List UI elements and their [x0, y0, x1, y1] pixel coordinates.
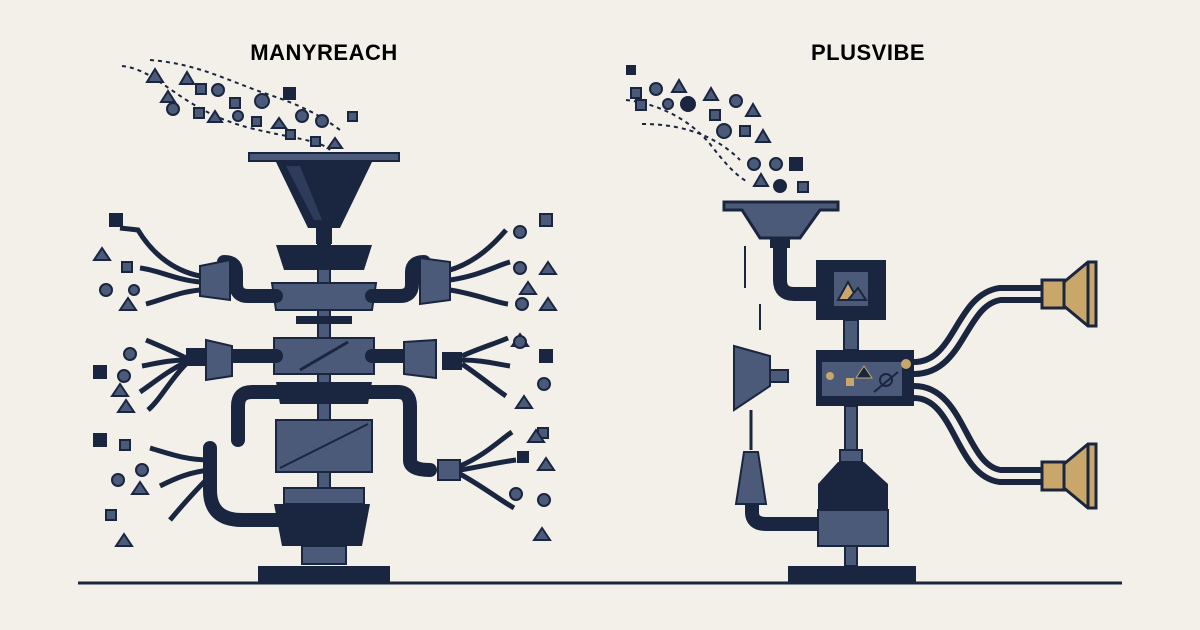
pipe-icon	[203, 255, 307, 527]
funnel-icon	[722, 200, 840, 240]
funnel-icon	[248, 152, 400, 228]
particle-trail-line	[625, 99, 749, 183]
splitter	[419, 256, 451, 306]
block	[275, 419, 373, 473]
plusvibe-title: PLUSVIBE	[810, 40, 926, 65]
pipe-icon	[745, 504, 818, 531]
input-particles	[626, 65, 809, 193]
side-horn	[733, 344, 771, 412]
block	[276, 245, 372, 270]
cable-bundle	[912, 285, 1046, 485]
wire-bundle	[449, 228, 517, 511]
block	[270, 282, 378, 311]
splitter	[199, 258, 231, 302]
particle-trail-line	[641, 123, 741, 161]
speaker-horn-icon	[1040, 260, 1098, 328]
manyreach-title: MANYREACH	[250, 40, 398, 65]
plusvibe-machine	[625, 65, 1098, 582]
machine-base	[788, 566, 916, 582]
splitter	[403, 338, 437, 380]
wire-bundle	[119, 225, 212, 522]
output-particles	[509, 213, 558, 541]
side-horn	[734, 451, 768, 505]
speaker-horn-icon	[1040, 442, 1098, 510]
manyreach-machine	[92, 59, 558, 582]
block	[274, 504, 370, 546]
input-particles	[145, 67, 358, 149]
pipe-icon	[773, 246, 818, 301]
splitter	[205, 338, 233, 382]
machine-base	[258, 566, 390, 582]
output-particles	[92, 213, 150, 547]
splitter	[437, 459, 461, 481]
